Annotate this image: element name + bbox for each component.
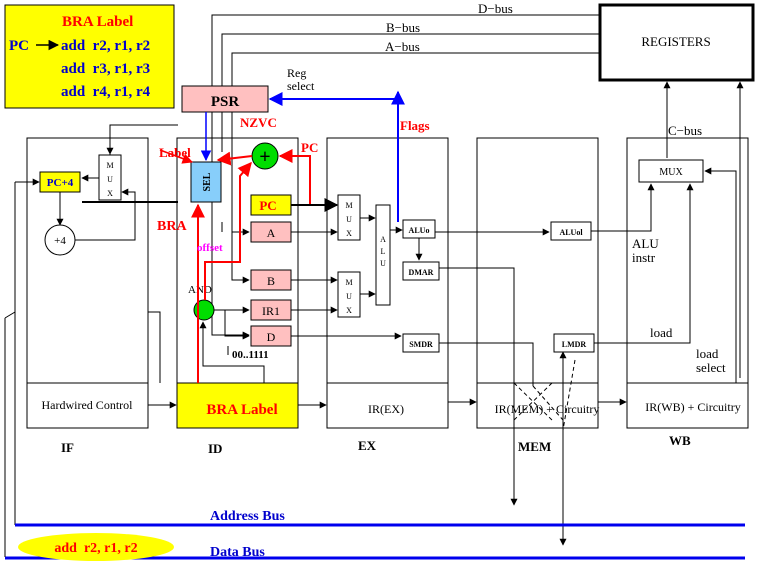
b-bus-line: [221, 33, 600, 152]
stage-label-ex: EX: [358, 438, 377, 453]
alu-instr-line-2: instr: [632, 250, 656, 265]
load-select-line-2: select: [696, 360, 726, 375]
code-title: BRA Label: [62, 14, 133, 30]
offset-path: [204, 161, 252, 300]
nzvc-label: NZVC: [240, 115, 277, 130]
reg-a-label: A: [267, 226, 276, 240]
wb-mux-box: [638, 159, 704, 183]
aluol-label: ALUol: [559, 228, 583, 237]
svg-text:A: A: [380, 235, 386, 244]
psr-box: [181, 85, 269, 113]
ex-stage-box: [326, 137, 449, 429]
smdr-label: SMDR: [409, 340, 433, 349]
wb-mux-label: MUX: [659, 167, 683, 178]
c-bus-label: C−bus: [668, 123, 702, 138]
ir-ex-label: IR(EX): [368, 402, 404, 416]
svg-text:U: U: [346, 215, 352, 224]
ir-mem-label: IR(MEM) + Circuitry: [495, 402, 600, 416]
registers-label: REGISTERS: [641, 34, 710, 49]
plus4-label: +4: [54, 235, 66, 247]
svg-text:M: M: [106, 161, 113, 170]
reg-b-label: B: [267, 274, 275, 288]
bra-label-control-text: BRA Label: [206, 402, 277, 418]
data-bus-label: Data Bus: [210, 545, 265, 560]
a-bus-line: [231, 52, 600, 284]
alu-instr-line-1: ALU: [632, 236, 659, 251]
code-line-2: add r3, r1, r3: [61, 61, 150, 77]
load-select-line-1: load: [696, 346, 719, 361]
psr-label: PSR: [211, 94, 240, 110]
svg-text:U: U: [380, 259, 386, 268]
if-stage-box: [26, 137, 149, 429]
and-label: AND: [188, 284, 212, 296]
code-line-1: add r2, r1, r2: [61, 38, 150, 54]
bra-text: BRA: [157, 219, 187, 234]
d-bus-label: D−bus: [478, 1, 513, 16]
svg-text:X: X: [346, 306, 352, 315]
reg-select-line-1: Reg: [287, 66, 306, 80]
pc-plus4-label: PC+4: [47, 177, 74, 189]
bottom-instruction-ellipse: [18, 533, 174, 561]
stage-label-if: IF: [61, 440, 74, 455]
code-box: [4, 4, 175, 109]
a-bus-label: A−bus: [385, 39, 420, 54]
svg-text:M: M: [345, 278, 352, 287]
code-pc-label: PC: [9, 38, 29, 54]
svg-text:X: X: [346, 229, 352, 238]
lmdr-label: LMDR: [562, 340, 587, 349]
svg-text:L: L: [381, 247, 386, 256]
registers-box: [598, 3, 755, 82]
pattern-label: 00..1111: [232, 349, 269, 361]
b-bus-label: B−bus: [386, 20, 420, 35]
svg-text:X: X: [107, 189, 113, 198]
flags-label: Flags: [400, 118, 430, 133]
label-arrow-text: Label: [159, 145, 191, 160]
stage-label-mem: MEM: [518, 439, 551, 454]
svg-text:M: M: [345, 201, 352, 210]
bottom-instruction-text: add r2, r1, r2: [54, 541, 137, 556]
stage-label-id: ID: [208, 441, 222, 456]
ir-wb-label: IR(WB) + Circuitry: [645, 400, 740, 414]
dmar-box: [402, 261, 440, 281]
mem-stage-box: [476, 137, 599, 429]
bra-label-control-box: [176, 382, 299, 429]
reg-ir1-label: IR1: [262, 304, 280, 318]
offset-text: offset: [197, 242, 223, 254]
adder-plus-label: +: [259, 146, 270, 168]
svg-text:U: U: [107, 175, 113, 184]
sel-label: SEL: [202, 172, 213, 191]
reg-pc-label: PC: [259, 198, 276, 213]
aluo-label: ALUo: [409, 226, 430, 235]
reg-select-line-2: select: [287, 79, 315, 93]
pc-arrow-text: PC: [301, 140, 318, 155]
stage-label-wb: WB: [669, 433, 691, 448]
load-label: load: [650, 325, 673, 340]
wb-stage-box: [626, 137, 749, 429]
address-bus-label: Address Bus: [210, 509, 285, 524]
code-line-3: add r4, r1, r4: [61, 84, 151, 100]
sel-box: [190, 161, 222, 203]
alu-box: [375, 204, 391, 306]
hardwired-control-label: Hardwired Control: [42, 398, 134, 412]
reg-d-label: D: [267, 330, 276, 344]
svg-text:U: U: [346, 292, 352, 301]
dmar-label: DMAR: [409, 268, 434, 277]
